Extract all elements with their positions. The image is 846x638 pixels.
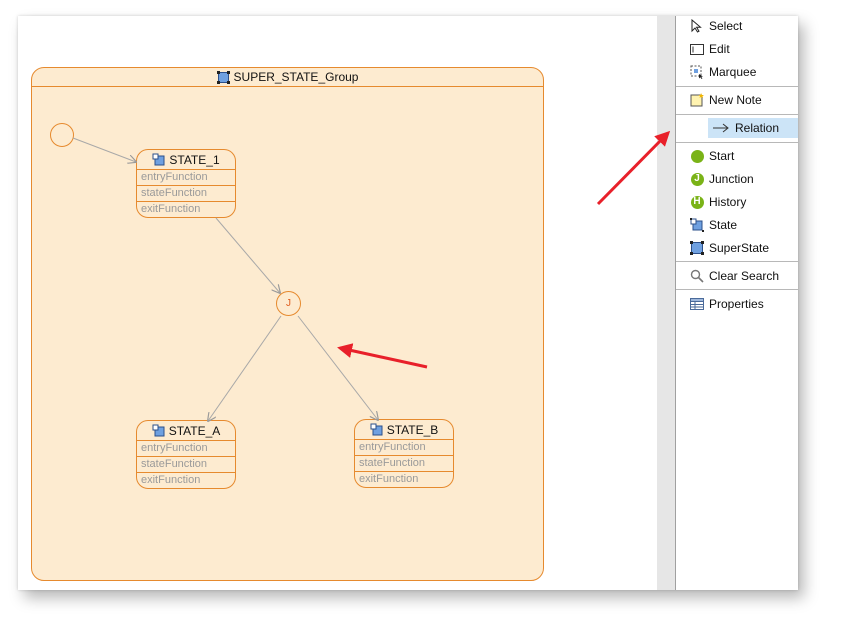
palette-separator	[676, 142, 798, 143]
state-title-bar: STATE_1	[137, 150, 235, 170]
editor-window: SUPER_STATE_Group STATE_1 entryFunction …	[18, 16, 798, 590]
state-entry-function[interactable]: entryFunction	[137, 170, 235, 186]
palette-superstate-label: SuperState	[709, 241, 770, 255]
superstate-group[interactable]: SUPER_STATE_Group	[31, 67, 544, 581]
state-1-node[interactable]: STATE_1 entryFunction stateFunction exit…	[136, 149, 236, 218]
state-entry-function[interactable]: entryFunction	[355, 440, 453, 456]
palette-relation-label: Relation	[735, 121, 780, 135]
superstate-title: SUPER_STATE_Group	[233, 70, 359, 84]
state-title-bar: STATE_A	[137, 421, 235, 441]
palette-select-label: Select	[709, 19, 743, 33]
state-state-function[interactable]: stateFunction	[137, 186, 235, 202]
canvas-scrollbar[interactable]	[657, 16, 675, 590]
state-exit-function[interactable]: exitFunction	[359, 473, 419, 485]
state-icon	[690, 218, 704, 232]
palette-start-label: Start	[709, 149, 735, 163]
palette-junction[interactable]: J Junction	[690, 169, 782, 189]
palette-edit[interactable]: Edit	[690, 39, 782, 59]
superstate-header: SUPER_STATE_Group	[32, 68, 543, 87]
marquee-icon	[690, 65, 704, 79]
palette-marquee-label: Marquee	[709, 65, 757, 79]
state-b-node[interactable]: STATE_B entryFunction stateFunction exit…	[354, 419, 454, 488]
properties-table-icon	[690, 297, 704, 311]
state-title: STATE_B	[386, 422, 439, 437]
state-entry-function[interactable]: entryFunction	[137, 441, 235, 457]
relation-arrow-icon	[712, 121, 730, 135]
superstate-icon	[216, 70, 230, 84]
state-state-function[interactable]: stateFunction	[137, 457, 235, 473]
palette-marquee[interactable]: Marquee	[690, 62, 782, 82]
magnifier-icon	[690, 269, 704, 283]
palette-history-label: History	[709, 195, 747, 209]
state-icon	[152, 424, 165, 437]
junction-icon: J	[690, 172, 704, 186]
state-title: STATE_A	[168, 423, 221, 438]
palette-state-label: State	[709, 218, 738, 232]
state-exit-function[interactable]: exitFunction	[141, 203, 201, 215]
palette-clear-search-label: Clear Search	[709, 269, 780, 283]
palette-edit-label: Edit	[709, 42, 730, 56]
palette-superstate[interactable]: SuperState	[690, 238, 782, 258]
state-title-bar: STATE_B	[355, 420, 453, 440]
junction-label: J	[286, 298, 291, 309]
start-node[interactable]	[50, 123, 74, 147]
palette-relation[interactable]: Relation	[708, 118, 798, 138]
superstate-icon	[690, 241, 704, 255]
arrow-cursor-icon	[690, 19, 704, 33]
state-icon	[370, 423, 383, 436]
palette-junction-label: Junction	[709, 172, 754, 186]
palette-new-note[interactable]: New Note	[690, 90, 782, 110]
state-a-node[interactable]: STATE_A entryFunction stateFunction exit…	[136, 420, 236, 489]
palette-start[interactable]: Start	[690, 146, 782, 166]
state-icon	[152, 153, 165, 166]
palette-properties-label: Properties	[709, 297, 764, 311]
palette-new-note-label: New Note	[709, 93, 762, 107]
note-icon	[690, 93, 704, 107]
palette-clear-search[interactable]: Clear Search	[690, 266, 782, 286]
state-title: STATE_1	[169, 152, 220, 167]
palette-properties[interactable]: Properties	[690, 294, 782, 314]
history-icon: H	[690, 195, 704, 209]
palette-separator	[676, 261, 798, 262]
state-state-function[interactable]: stateFunction	[355, 456, 453, 472]
start-icon	[690, 149, 704, 163]
palette-state[interactable]: State	[690, 215, 782, 235]
palette-separator	[676, 86, 798, 87]
palette-separator	[676, 289, 798, 290]
diagram-canvas[interactable]: SUPER_STATE_Group STATE_1 entryFunction …	[18, 16, 657, 590]
state-exit-function[interactable]: exitFunction	[141, 474, 201, 486]
palette-panel: Select Edit Marquee New Note Rel	[675, 16, 798, 590]
palette-separator	[676, 114, 798, 115]
junction-node[interactable]: J	[276, 291, 301, 316]
edit-box-icon	[690, 42, 704, 56]
palette-select[interactable]: Select	[690, 16, 782, 36]
palette-history[interactable]: H History	[690, 192, 782, 212]
